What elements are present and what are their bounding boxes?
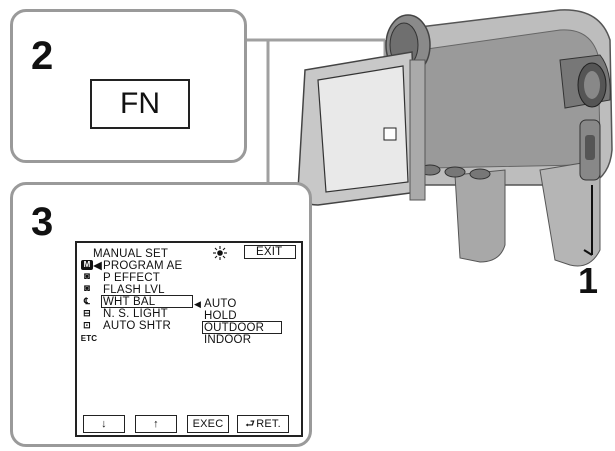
- exit-button[interactable]: EXIT: [244, 245, 296, 259]
- menu-item-selected[interactable]: WHT BAL: [103, 296, 156, 308]
- highlighted-option: [202, 321, 282, 334]
- tape-icon: ⊟: [83, 308, 91, 318]
- current-value: AUTO: [204, 298, 237, 310]
- exit-label: EXIT: [256, 246, 283, 258]
- manual-mode-icon: M: [81, 260, 93, 270]
- down-arrow-button[interactable]: ↓: [83, 415, 125, 433]
- menu-title: MANUAL SET: [93, 248, 169, 260]
- menu-item[interactable]: FLASH LVL: [103, 284, 165, 296]
- option-item[interactable]: INDOOR: [204, 334, 252, 346]
- camera-mode-icon: ◙: [83, 271, 91, 282]
- step-3-panel: 3 MANUAL SET EXIT M ◙ ◙ ℄ ⊟ ⊡ ETC ◀ PROG…: [10, 182, 312, 447]
- menu-item[interactable]: AUTO SHTR: [103, 320, 172, 332]
- option-item-highlighted[interactable]: OUTDOOR: [204, 322, 265, 334]
- exec-button[interactable]: EXEC: [187, 415, 229, 433]
- step-2-panel: 2 FN: [10, 9, 247, 163]
- sun-icon: [213, 246, 227, 260]
- step-number: 3: [31, 200, 54, 244]
- signal-icon: ℄: [84, 296, 90, 306]
- camera-mode-icon: ◙: [83, 283, 91, 294]
- return-label: RET.: [256, 418, 281, 430]
- menu-item[interactable]: P EFFECT: [103, 272, 160, 284]
- selected-item-highlight: [101, 295, 193, 308]
- callout-number: 1: [578, 260, 599, 301]
- menu-item[interactable]: PROGRAM AE: [103, 260, 183, 272]
- etc-label: ETC: [80, 334, 98, 343]
- return-button[interactable]: ⮐ RET.: [237, 415, 289, 433]
- lcd-menu-screen: MANUAL SET EXIT M ◙ ◙ ℄ ⊟ ⊡ ETC ◀ PROGRA…: [75, 241, 303, 437]
- up-arrow-button[interactable]: ↑: [135, 415, 177, 433]
- settings-icon: ⊡: [83, 320, 91, 330]
- step-number: 2: [31, 34, 54, 78]
- option-item[interactable]: HOLD: [204, 310, 237, 322]
- pointer-icon: ◀: [93, 260, 103, 272]
- option-pointer-icon: ◀: [194, 299, 202, 309]
- fn-button[interactable]: FN: [90, 79, 190, 129]
- return-arrow-icon: ⮐: [245, 417, 256, 430]
- menu-item[interactable]: N. S. LIGHT: [103, 308, 168, 320]
